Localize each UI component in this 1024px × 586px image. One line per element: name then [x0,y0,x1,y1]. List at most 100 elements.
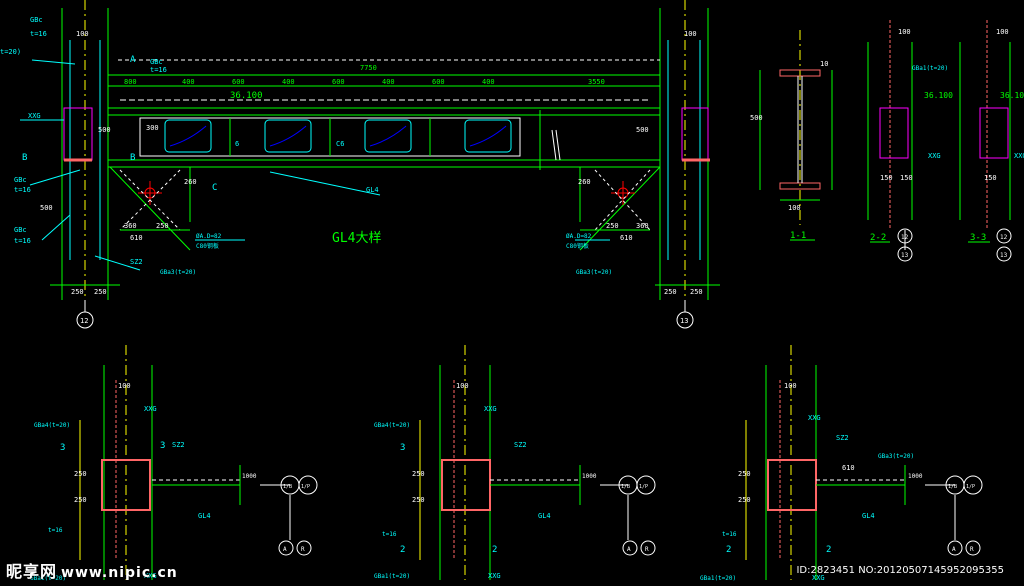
svg-text:400: 400 [182,78,195,86]
svg-text:XXG: XXG [808,414,821,422]
svg-text:t=16: t=16 [382,531,397,538]
svg-text:SZ2: SZ2 [836,434,849,442]
svg-text:1000: 1000 [242,473,257,480]
svg-text:XXG: XXG [144,572,157,580]
svg-text:100: 100 [76,30,89,38]
svg-text:R: R [970,546,974,553]
svg-text:400: 400 [382,78,395,86]
svg-text:GBc: GBc [14,176,27,184]
svg-text:GBa4(t=20): GBa4(t=20) [374,422,410,429]
svg-text:GL4: GL4 [538,512,551,520]
svg-text:500: 500 [98,126,111,134]
svg-text:1/P: 1/P [301,484,310,490]
svg-text:1/B: 1/B [948,484,957,490]
svg-text:300: 300 [146,124,159,132]
svg-text:3: 3 [60,443,65,453]
svg-text:1000: 1000 [582,473,597,480]
svg-text:A: A [952,546,956,553]
svg-text:GBa3(t=20): GBa3(t=20) [576,269,612,276]
svg-text:GBa3(t=20): GBa3(t=20) [878,453,914,460]
svg-text:GBa1(t=20): GBa1(t=20) [700,575,736,582]
svg-text:250: 250 [156,222,169,230]
bottom-detail-3 [745,345,983,580]
svg-text:R: R [645,546,649,553]
svg-text:100: 100 [456,382,469,390]
svg-text:C80钢板: C80钢板 [566,242,589,250]
svg-text:100: 100 [788,204,801,212]
image-id-footer: ID:2823451 NO:20120507145952095355 [796,565,1004,576]
svg-text:A: A [283,546,287,553]
svg-text:XXG: XXG [488,572,501,580]
section-1-1-label: 1-1 [790,231,806,241]
svg-text:250: 250 [71,288,84,296]
svg-text:600: 600 [232,78,245,86]
svg-text:GBa1(t=20): GBa1(t=20) [912,65,948,72]
svg-text:SZ2: SZ2 [130,258,143,266]
svg-text:600: 600 [432,78,445,86]
svg-text:250: 250 [412,496,425,504]
dim-total: 7750 [360,64,377,72]
svg-text:2: 2 [400,545,405,555]
svg-text:500: 500 [40,204,53,212]
watermark-site: www.nipic.cn [61,565,178,581]
svg-text:260: 260 [578,178,591,186]
svg-text:100: 100 [898,28,911,36]
svg-text:1/B: 1/B [283,484,292,490]
svg-text:100: 100 [684,30,697,38]
svg-text:C80钢板: C80钢板 [196,242,219,250]
svg-text:12: 12 [80,317,88,325]
svg-text:XXG: XXG [484,405,497,413]
svg-text:610: 610 [130,234,143,242]
svg-text:12: 12 [1000,234,1008,241]
svg-text:GBa4(t=20): GBa4(t=20) [34,422,70,429]
svg-text:SZ2: SZ2 [514,441,527,449]
svg-text:t=16: t=16 [150,66,167,74]
svg-text:XXG: XXG [928,152,941,160]
svg-text:250: 250 [664,288,677,296]
svg-text:GBa3(t=20): GBa3(t=20) [160,269,196,276]
section-3-3 [959,20,1012,262]
svg-text:360: 360 [124,222,137,230]
svg-text:610: 610 [842,464,855,472]
section-1-1 [759,30,833,241]
svg-text:13: 13 [680,317,688,325]
svg-text:t=20): t=20) [0,48,21,56]
svg-text:XXG: XXG [28,112,41,120]
svg-text:2-2: 2-2 [870,233,886,243]
main-labels: 7750 3550 800 400 600 400 600 400 600 40… [0,16,703,325]
svg-text:2: 2 [826,545,831,555]
svg-text:GL4: GL4 [198,512,211,520]
svg-text:6: 6 [235,140,239,148]
svg-text:t=16: t=16 [14,237,31,245]
watermark-brand: 昵享网 [6,562,58,581]
svg-text:100: 100 [118,382,131,390]
svg-text:150: 150 [984,174,997,182]
dim-3550: 3550 [588,78,605,86]
svg-text:800: 800 [124,78,137,86]
svg-text:GBa1(t=20): GBa1(t=20) [374,573,410,580]
bottom-labels: 100 100 100 XXG XXG XXG SZ2 SZ2 SZ2 GL4 … [30,382,975,582]
svg-text:36.100: 36.100 [1000,91,1024,100]
svg-text:GL4: GL4 [366,186,379,194]
svg-text:610: 610 [620,234,633,242]
svg-text:500: 500 [636,126,649,134]
elev-label: 36.100 [230,91,263,101]
svg-text:t=16: t=16 [30,30,47,38]
svg-text:600: 600 [332,78,345,86]
svg-text:250: 250 [738,496,751,504]
svg-text:XXG: XXG [1014,152,1024,160]
svg-text:GL4: GL4 [862,512,875,520]
svg-text:R: R [301,546,305,553]
svg-text:C: C [212,183,217,193]
svg-text:250: 250 [412,470,425,478]
svg-text:12: 12 [901,234,909,241]
svg-text:XXG: XXG [144,405,157,413]
svg-text:250: 250 [690,288,703,296]
svg-text:13: 13 [1000,252,1008,259]
bottom-detail-2 [419,345,656,580]
svg-text:C6: C6 [336,140,344,148]
svg-text:13: 13 [901,252,909,259]
svg-text:SZ2: SZ2 [172,441,185,449]
svg-text:2: 2 [726,545,731,555]
svg-text:1/B: 1/B [621,484,630,490]
